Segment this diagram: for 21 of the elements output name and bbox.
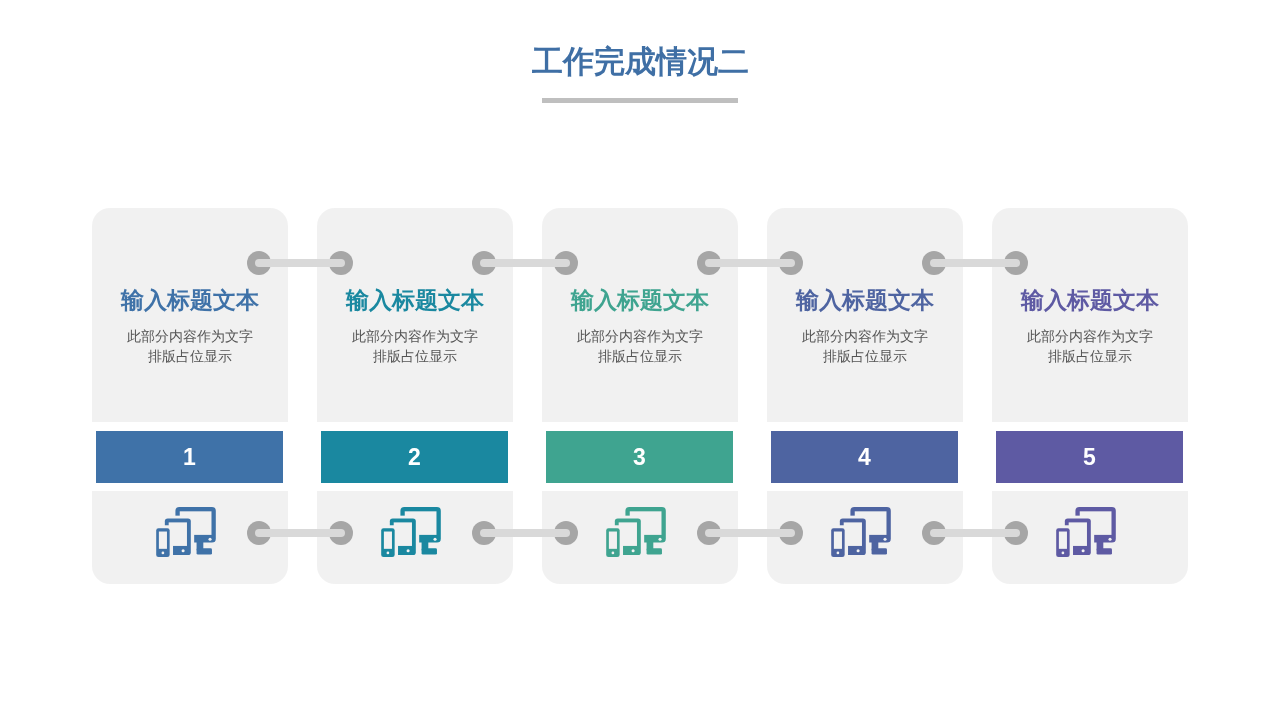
card-title: 输入标题文本 xyxy=(1019,286,1160,315)
number-band: 3 xyxy=(546,431,733,483)
card-description: 此部分内容作为文字排版占位显示 xyxy=(126,328,254,366)
step-card xyxy=(992,208,1188,584)
card-description: 此部分内容作为文字排版占位显示 xyxy=(351,328,479,366)
number-band: 1 xyxy=(96,431,283,483)
number-band: 5 xyxy=(996,431,1183,483)
step-card xyxy=(92,208,288,584)
slide-title: 工作完成情况二 xyxy=(530,43,750,81)
card-description: 此部分内容作为文字排版占位显示 xyxy=(1026,328,1154,366)
number-band: 4 xyxy=(771,431,958,483)
step-card xyxy=(317,208,513,584)
number-band: 2 xyxy=(321,431,508,483)
card-title: 输入标题文本 xyxy=(569,286,710,315)
card-description: 此部分内容作为文字排版占位显示 xyxy=(576,328,704,366)
step-card xyxy=(542,208,738,584)
card-title: 输入标题文本 xyxy=(794,286,935,315)
step-card xyxy=(767,208,963,584)
card-title: 输入标题文本 xyxy=(119,286,260,315)
card-title: 输入标题文本 xyxy=(344,286,485,315)
card-description: 此部分内容作为文字排版占位显示 xyxy=(801,328,929,366)
